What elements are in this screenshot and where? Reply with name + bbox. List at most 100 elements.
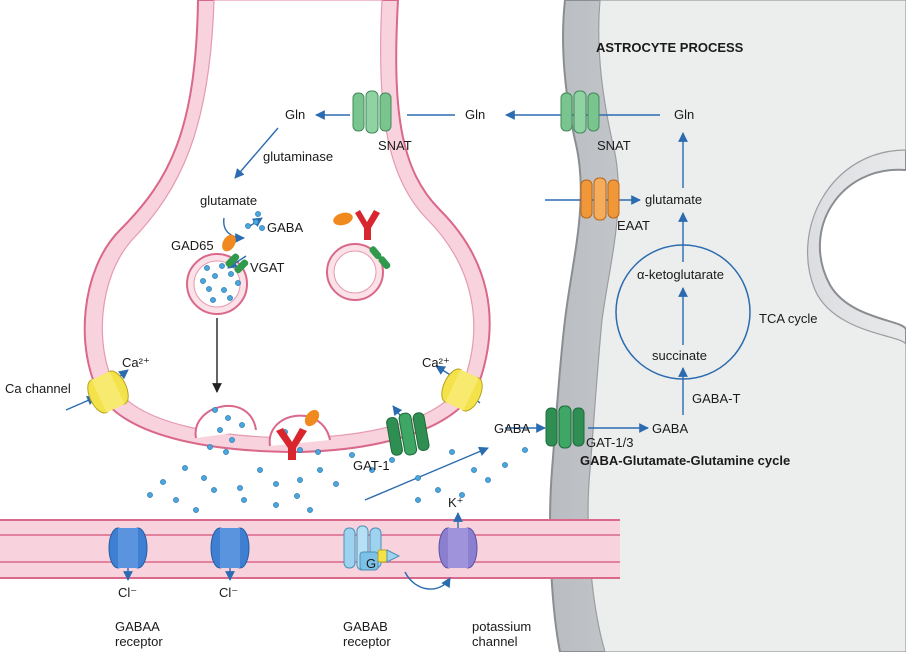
potassium-channel <box>438 527 478 569</box>
glutamate-astrocyte-label: glutamate <box>645 192 702 207</box>
ca-channel-right <box>441 368 483 412</box>
gaba-dot <box>459 492 465 498</box>
gaba-dot <box>241 497 247 503</box>
gaba-dot <box>210 297 216 303</box>
recycled-proteins <box>333 210 391 270</box>
gaba-presynaptic-label: GABA <box>267 220 303 235</box>
gaba-dot <box>307 507 313 513</box>
succinate-label: succinate <box>652 348 707 363</box>
gad65-label: GAD65 <box>171 238 214 253</box>
presynaptic-membrane-inner <box>101 0 475 439</box>
gaba-dot <box>237 485 243 491</box>
gaba-dot <box>485 477 491 483</box>
gaba-cleft-label: GABA <box>494 421 530 436</box>
glutaminase-label: glutaminase <box>263 149 333 164</box>
vgat-label: VGAT <box>250 260 284 275</box>
astrocyte-process <box>549 0 906 652</box>
astrocyte-title: ASTROCYTE PROCESS <box>596 40 744 55</box>
potassium-label-line1: potassium <box>472 619 531 634</box>
gaba-dot <box>147 492 153 498</box>
gaba-dot <box>257 467 263 473</box>
gaba-dot <box>317 467 323 473</box>
astrocyte-inner <box>587 0 906 652</box>
gaba-dot <box>229 437 235 443</box>
gaba-a-label-line2: receptor <box>115 634 163 649</box>
glutamate-presynaptic-label: glutamate <box>200 193 257 208</box>
gaba-dot <box>415 475 421 481</box>
gaba-astrocyte-label: GABA <box>652 421 688 436</box>
gaba-dot <box>245 223 251 229</box>
gaba-t-label: GABA-T <box>692 391 740 406</box>
gat1-label: GAT-1 <box>353 458 390 473</box>
gaba-dot <box>201 475 207 481</box>
gaba-dot <box>415 497 421 503</box>
gaba-dot <box>273 481 279 487</box>
ca-left-label: Ca²⁺ <box>122 355 150 370</box>
gaba-dot <box>212 273 218 279</box>
gaba-dot <box>259 225 265 231</box>
cl-label-2: Cl⁻ <box>219 585 238 600</box>
gaba-dot <box>225 415 231 421</box>
gaba-dot <box>255 211 261 217</box>
gaba-dot <box>235 280 241 286</box>
gaba-dot <box>200 278 206 284</box>
gaba-dot <box>435 487 441 493</box>
gaba-dot <box>294 493 300 499</box>
gaba-dot <box>389 457 395 463</box>
gaba-dot <box>160 479 166 485</box>
gaba-dot <box>349 452 355 458</box>
snat-transporter-presynaptic <box>352 90 392 134</box>
gaba-dot <box>212 407 218 413</box>
snat-transporter-astrocyte <box>560 90 600 134</box>
gaba-dot <box>221 287 227 293</box>
ca-right-label: Ca²⁺ <box>422 355 450 370</box>
g-protein-label: G <box>366 556 376 571</box>
gaba-dot <box>471 467 477 473</box>
ca-channel-label: Ca channel <box>5 381 71 396</box>
cycle-name-label: GABA-Glutamate-Glutamine cycle <box>580 453 790 468</box>
gaba-b-label-line1: GABAB <box>343 619 388 634</box>
membrane-receptor-red <box>276 409 320 460</box>
gaba-dot <box>369 467 375 473</box>
gaba-dot <box>193 507 199 513</box>
gaba-dot <box>223 449 229 455</box>
gaba-b-label-line2: receptor <box>343 634 391 649</box>
postsynaptic-membrane <box>0 519 620 579</box>
gaba-dot <box>297 477 303 483</box>
gaba-b-receptor <box>343 525 401 571</box>
gaba-dot <box>173 497 179 503</box>
gaba-dot <box>228 271 234 277</box>
tca-label: TCA cycle <box>759 311 818 326</box>
gaba-dot <box>502 462 508 468</box>
gln-presynaptic-label: Gln <box>285 107 305 122</box>
vgat-transporter <box>225 253 249 274</box>
gaba-dot <box>522 447 528 453</box>
gaba-dot <box>449 449 455 455</box>
gaba-a-label-line1: GABAA <box>115 619 160 634</box>
gat13-label: GAT-1/3 <box>586 435 633 450</box>
snat-presynaptic-label: SNAT <box>378 138 412 153</box>
gaba-dot <box>273 502 279 508</box>
potassium-label-line2: channel <box>472 634 518 649</box>
gln-mid-label: Gln <box>465 107 485 122</box>
gaba-dot <box>219 263 225 269</box>
gat13-transporter <box>545 405 585 449</box>
gaba-molecules <box>147 211 528 513</box>
gaba-dot <box>253 219 259 225</box>
gaba-dot <box>333 481 339 487</box>
gaba-dot <box>206 286 212 292</box>
gat1-transporter <box>386 412 430 456</box>
gaba-dot <box>207 444 213 450</box>
gaba-dot <box>182 465 188 471</box>
gaba-dot <box>315 449 321 455</box>
k-label: K⁺ <box>448 495 464 510</box>
gaba-a-receptor-1 <box>108 527 148 569</box>
gaba-dot <box>297 447 303 453</box>
gln-astrocyte-label: Gln <box>674 107 694 122</box>
gaba-dot <box>227 295 233 301</box>
akg-label: α-ketoglutarate <box>637 267 724 282</box>
eaat-transporter <box>580 177 620 221</box>
gaba-dot <box>204 265 210 271</box>
gaba-dot <box>211 487 217 493</box>
